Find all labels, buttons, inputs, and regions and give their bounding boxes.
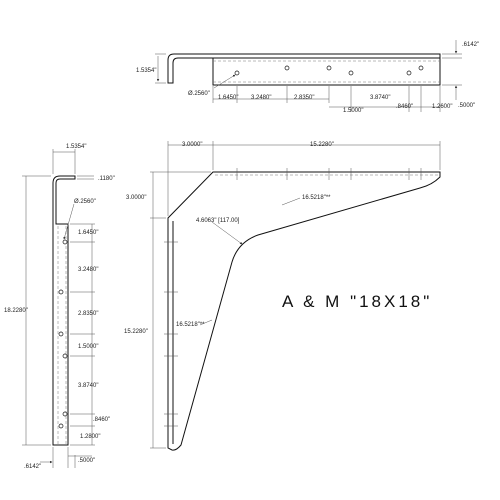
dim-arm-length: 15.2280"	[310, 142, 334, 148]
dim-flange-thickness: .6142"	[462, 42, 479, 48]
dim-fillet: 4.6063" [117.00]	[196, 218, 240, 224]
hole	[326, 65, 332, 71]
dim-bottom-width: .6142"	[24, 464, 41, 470]
dim-diag-top: 16.5218"**	[302, 195, 331, 201]
hole	[58, 289, 64, 295]
dim-flange-height: 1.5354"	[136, 68, 156, 74]
hole	[62, 353, 68, 359]
front-view-hole-marks	[164, 168, 422, 427]
hole	[234, 70, 240, 76]
dim-spacing: .8460"	[396, 104, 413, 110]
dim-spacing: 3.8740"	[78, 383, 98, 389]
dim-spacing: .8460"	[93, 417, 110, 423]
side-view-outline	[52, 175, 76, 446]
hole	[58, 423, 64, 429]
dim-spacing: 3.2480"	[78, 267, 98, 273]
side-view: 1.5354" .1180" Ø.2560" 18.2280" 1.6450" …	[4, 144, 115, 470]
top-view-holes	[234, 65, 424, 76]
hole	[348, 70, 354, 76]
dim-left-offset: 3.0000"	[182, 142, 202, 148]
dim-height: 15.2280"	[124, 329, 148, 335]
dim-spacing: 1.2800"	[80, 434, 100, 440]
side-view-holes	[58, 239, 68, 429]
hole	[406, 70, 412, 76]
dim-hole-diameter: Ø.2560"	[74, 199, 96, 205]
dim-spacing: 2.8350"	[294, 95, 314, 101]
dim-flange-width: 1.5354"	[66, 144, 86, 150]
drawing-title: A & M "18X18"	[282, 292, 432, 311]
front-view: 3.0000" 15.2280" 3.0000" 15.2280" 4.6063…	[124, 141, 441, 451]
hole	[418, 65, 424, 71]
front-view-outline	[167, 171, 441, 451]
dim-overall-height: 18.2280"	[4, 308, 28, 314]
side-view-dim-chain: 1.6450" 3.2480" 2.8350" 1.5000" 3.8740" …	[70, 223, 110, 446]
dim-spacing: 1.5000"	[343, 108, 363, 114]
dim-bottom-gap: .5000"	[78, 458, 95, 464]
top-view: 1.5354" .6142" .5000" Ø.2560" 1.6450" 3.…	[136, 40, 479, 114]
dim-diag-bottom: 16.5218"**	[176, 322, 205, 328]
dim-spacing: 1.6450"	[78, 230, 98, 236]
top-view-dim-chain: 1.6450" 3.2480" 2.8350" 1.5000" 3.8740" …	[212, 86, 452, 114]
hole	[62, 239, 68, 245]
dim-top-drop: 3.0000"	[126, 195, 146, 201]
dim-thickness: .1180"	[98, 176, 115, 182]
dim-spacing: 1.5000"	[78, 344, 98, 350]
hole	[58, 331, 64, 337]
hole	[284, 65, 290, 71]
dim-end-gap: .5000"	[458, 103, 475, 109]
dim-spacing: 1.6450"	[218, 95, 238, 101]
top-view-arm	[212, 57, 441, 86]
dim-spacing: 3.8740"	[370, 95, 390, 101]
dim-spacing: 3.2480"	[251, 95, 271, 101]
dim-spacing: 1.2600"	[432, 104, 452, 110]
hole	[62, 411, 68, 417]
dim-hole-diameter: Ø.2560"	[188, 91, 210, 97]
dim-spacing: 2.8350"	[78, 311, 98, 317]
